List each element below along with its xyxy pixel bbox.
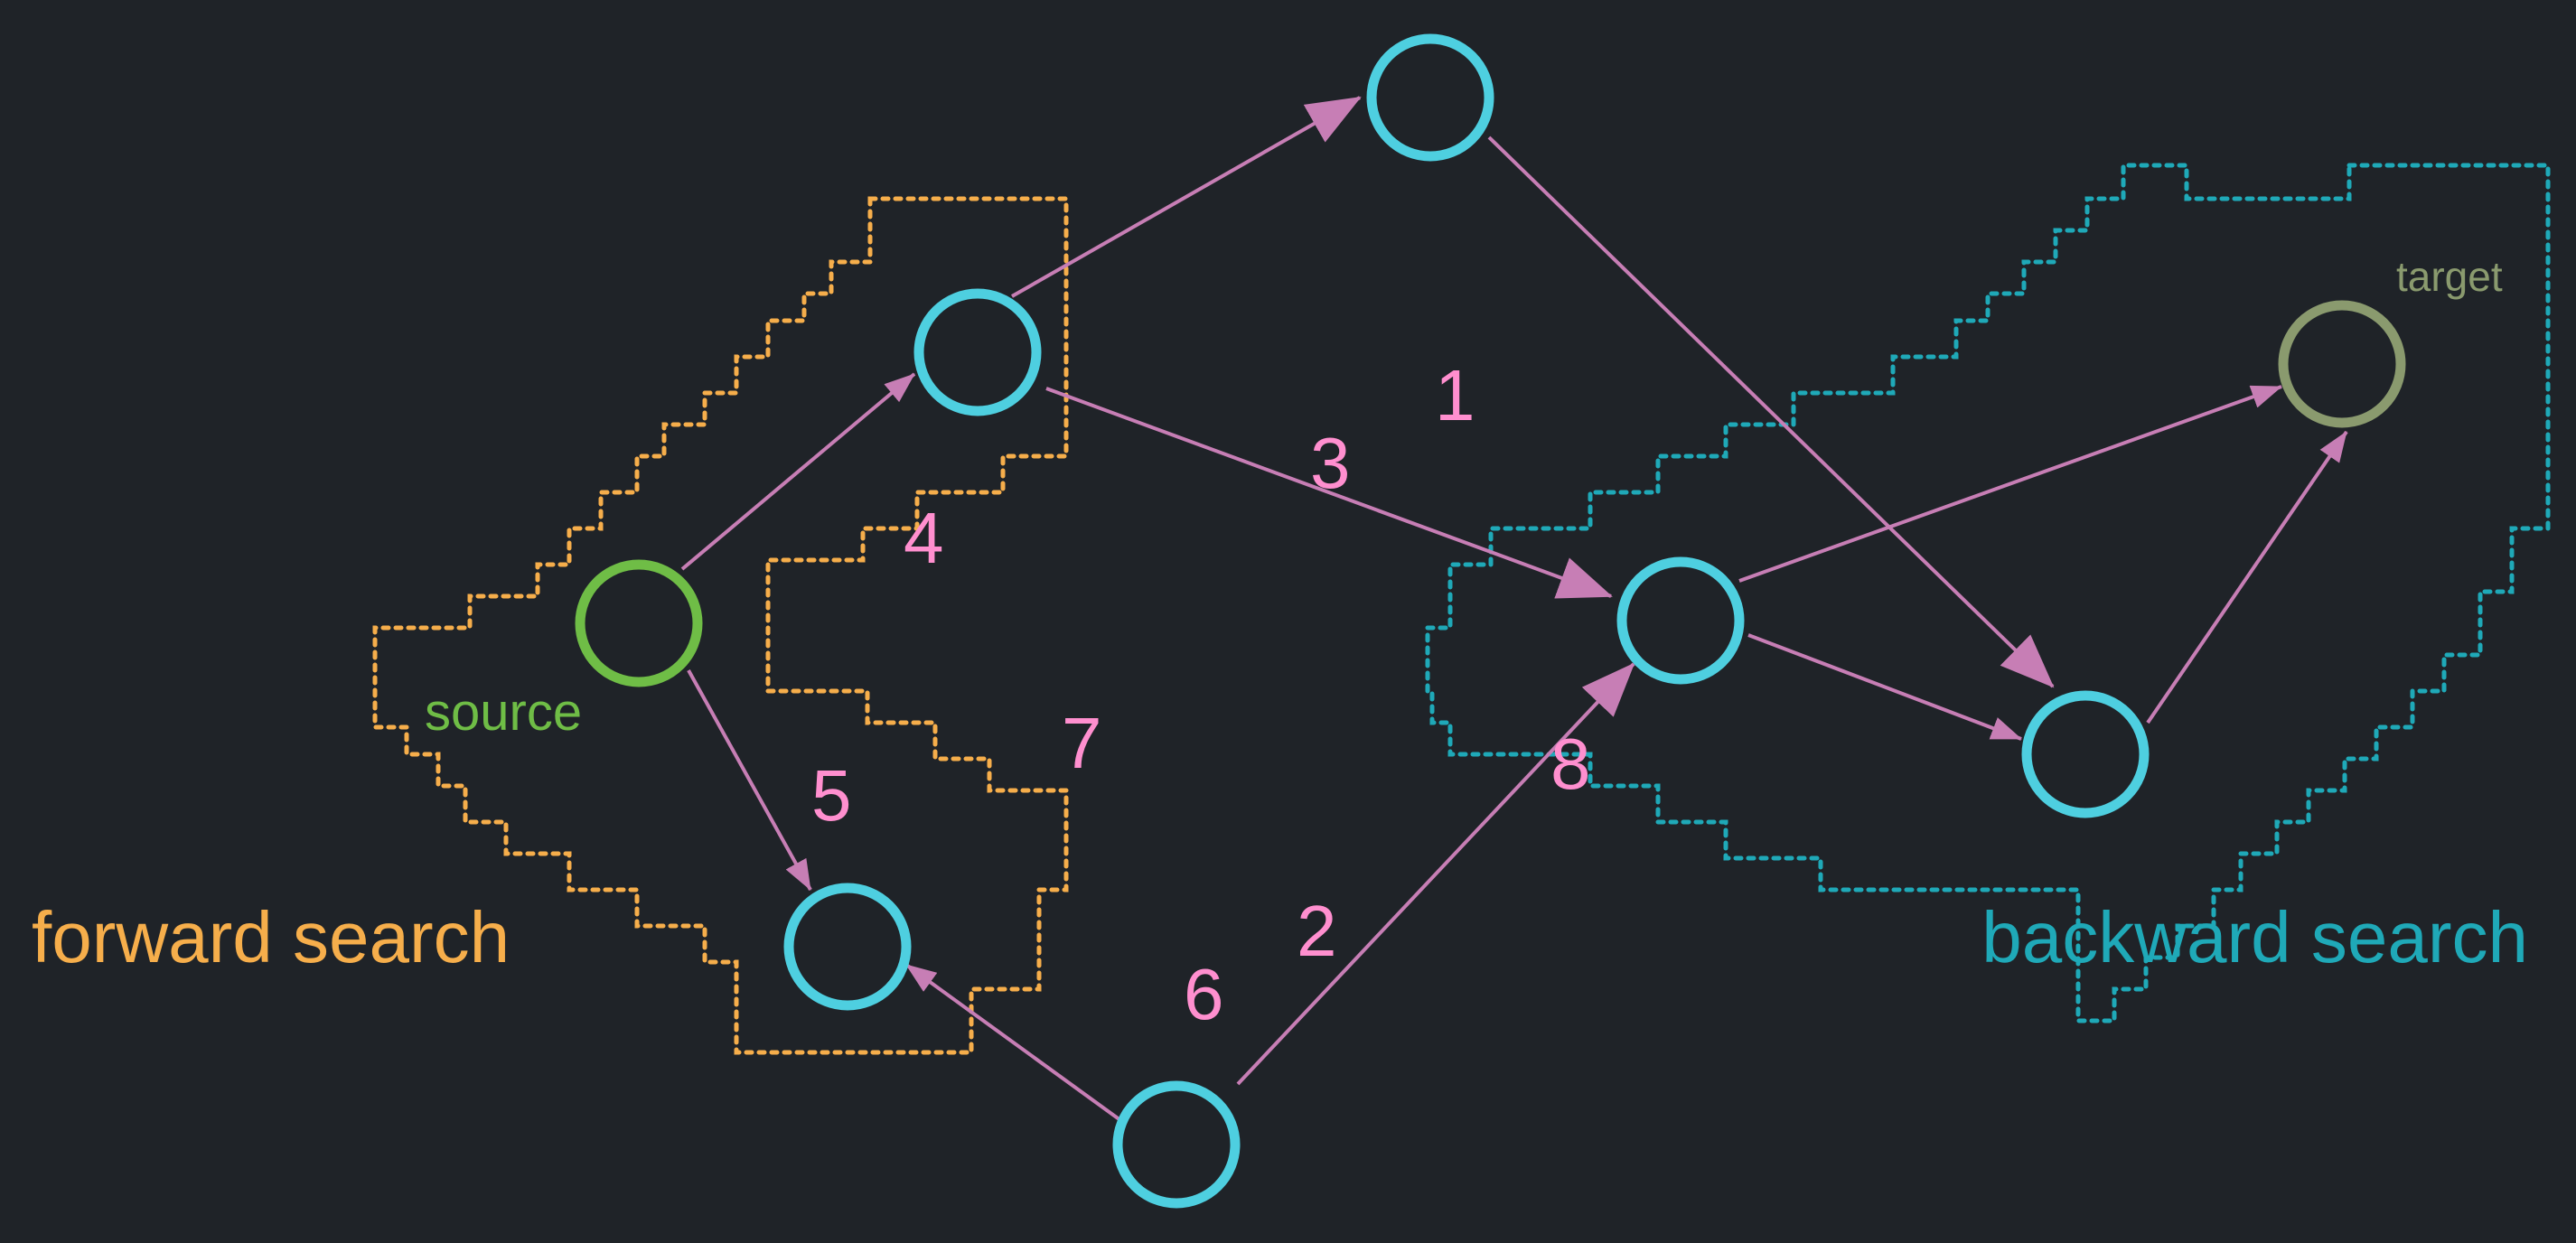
weight-7: 7 — [1062, 703, 1102, 783]
forward-search-label: forward search — [32, 897, 510, 977]
node-target — [2278, 300, 2406, 428]
backward-search-region — [1425, 163, 2551, 1023]
backward-search-label: backward search — [1981, 897, 2528, 977]
edge-source-to-nodeA — [680, 372, 916, 571]
node-top — [1366, 33, 1494, 162]
target-label: target — [2396, 253, 2503, 300]
node-f — [2021, 690, 2150, 818]
forward-search-region — [372, 196, 1069, 1055]
node-b — [783, 883, 912, 1011]
node-source — [575, 559, 703, 687]
edge-nodeA-to-nodeE — [1045, 387, 1613, 599]
weight-6: 6 — [1184, 954, 1224, 1034]
source-label: source — [425, 683, 582, 742]
edge-bottom-to-nodeB — [904, 963, 1122, 1122]
edge-top-to-nodeF — [1487, 136, 2055, 688]
node-bottom — [1112, 1080, 1241, 1209]
edge-nodeF-to-target — [2146, 430, 2348, 724]
weight-5: 5 — [811, 755, 852, 836]
edge-nodeE-to-nodeF — [1747, 633, 2022, 741]
weight-4: 4 — [904, 498, 944, 578]
edge-source-to-nodeB — [687, 669, 812, 891]
edge-nodeA-to-top — [1011, 96, 1362, 298]
weight-1: 1 — [1435, 355, 1475, 435]
node-e — [1616, 556, 1745, 685]
edge-nodeE-to-target — [1738, 385, 2282, 583]
weight-3: 3 — [1310, 423, 1351, 503]
weight-2: 2 — [1297, 891, 1337, 971]
node-a — [913, 288, 1042, 416]
edge-bottom-to-nodeE — [1236, 662, 1635, 1086]
weight-8: 8 — [1550, 724, 1591, 804]
